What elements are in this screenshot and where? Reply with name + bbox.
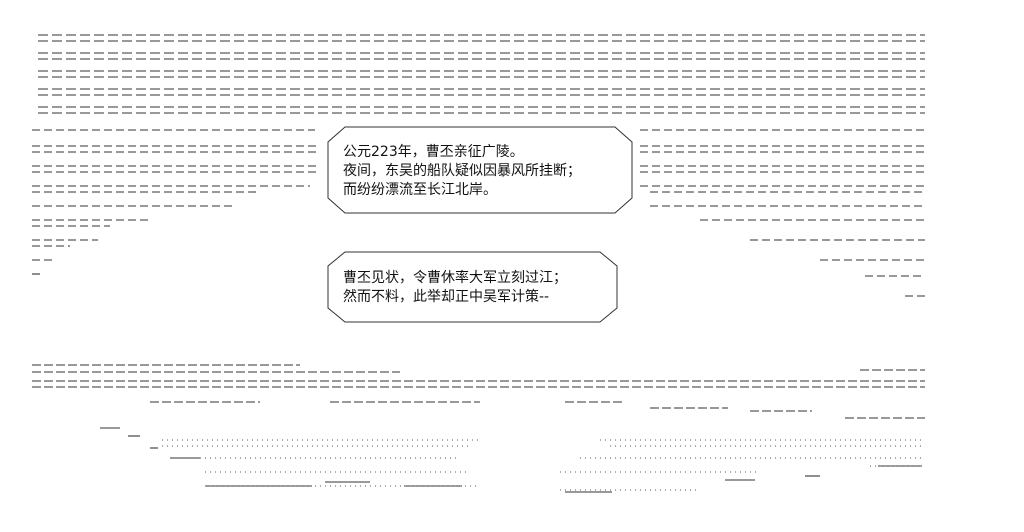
narration-line: 公元223年，曹丕亲征广陵。 bbox=[343, 144, 524, 160]
narration-bubble-2: 曹丕见状，令曹休率大军立刻过江； 然而不料，此举却正中吴军计策-- bbox=[343, 269, 567, 307]
narration-bubble-1: 公元223年，曹丕亲征广陵。 夜间，东吴的船队疑似因暴风所挂断； 而纷纷漂流至长… bbox=[343, 143, 581, 200]
speech-bubble-1-outline bbox=[327, 126, 633, 214]
ascii-art-strokes bbox=[32, 34, 925, 493]
speech-bubble-2-outline bbox=[327, 251, 618, 323]
narration-line: 而纷纷漂流至长江北岸。 bbox=[343, 182, 497, 198]
narration-line: 曹丕见状，令曹休率大军立刻过江； bbox=[343, 270, 567, 286]
narration-line: 然而不料，此举却正中吴军计策-- bbox=[343, 289, 550, 305]
ascii-art-dots bbox=[162, 439, 922, 491]
narration-line: 夜间，东吴的船队疑似因暴风所挂断； bbox=[343, 163, 581, 179]
